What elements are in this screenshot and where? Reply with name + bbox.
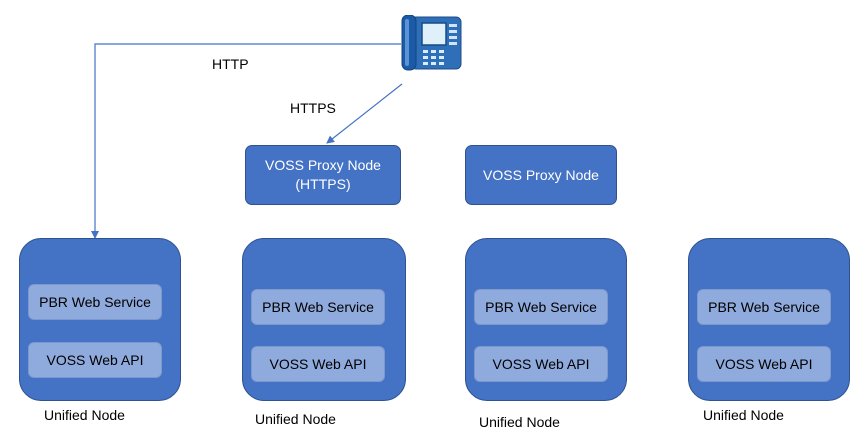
https-label: HTTPS	[290, 100, 336, 116]
voss-web-api-box[interactable]: VOSS Web API	[474, 346, 608, 382]
pbr-web-service-box[interactable]: PBR Web Service	[697, 289, 831, 325]
unified-node-caption: Unified Node	[479, 414, 560, 430]
unified-node-caption: Unified Node	[255, 411, 336, 427]
voss-web-api-box[interactable]: VOSS Web API	[28, 342, 162, 378]
proxy-subtitle: (HTTPS)	[295, 176, 351, 192]
unified-node-caption: Unified Node	[703, 407, 784, 423]
proxy-title: VOSS Proxy Node	[265, 157, 381, 173]
unified-node-caption: Unified Node	[44, 407, 125, 423]
ip-phone-icon	[401, 15, 462, 71]
unified-node-4[interactable]: PBR Web Service VOSS Web API	[688, 238, 850, 401]
unified-node-3[interactable]: PBR Web Service VOSS Web API	[465, 238, 627, 401]
voss-proxy-node-https[interactable]: VOSS Proxy Node (HTTPS)	[245, 145, 401, 205]
pbr-web-service-box[interactable]: PBR Web Service	[251, 289, 385, 325]
http-label: HTTP	[212, 56, 249, 72]
proxy-title: VOSS Proxy Node	[483, 166, 599, 183]
http-connector	[91, 43, 401, 239]
voss-proxy-node[interactable]: VOSS Proxy Node	[465, 145, 617, 205]
voss-web-api-box[interactable]: VOSS Web API	[697, 346, 831, 382]
pbr-web-service-box[interactable]: PBR Web Service	[474, 289, 608, 325]
https-connector	[326, 83, 403, 144]
unified-node-2[interactable]: PBR Web Service VOSS Web API	[242, 238, 406, 401]
unified-node-1[interactable]: PBR Web Service VOSS Web API	[19, 238, 181, 401]
pbr-web-service-box[interactable]: PBR Web Service	[28, 284, 162, 320]
voss-web-api-box[interactable]: VOSS Web API	[251, 346, 385, 382]
